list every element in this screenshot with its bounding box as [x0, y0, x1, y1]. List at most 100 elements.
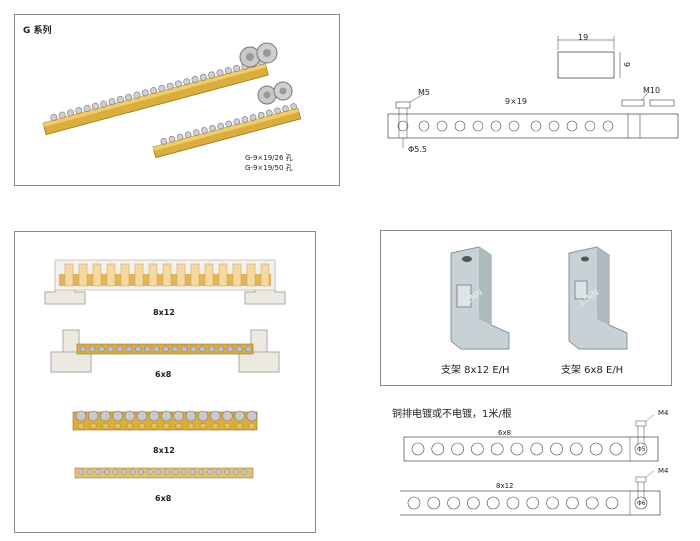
- screw-head: [66, 109, 74, 117]
- screw-head: [232, 469, 239, 475]
- screw-head: [222, 410, 233, 422]
- bar-hole: [427, 496, 441, 510]
- screw-head: [282, 105, 289, 112]
- bar-hole: [570, 442, 583, 456]
- screw-head: [78, 469, 84, 475]
- screw-hole: [102, 422, 109, 430]
- screw-head: [249, 114, 257, 121]
- busbar-6x8-insulated-photo: [50, 329, 280, 373]
- bracket-6x8-photo: [568, 246, 628, 350]
- bracket-8x12-label: 支架 8x12 E/H: [441, 365, 510, 376]
- screw-head: [158, 84, 166, 92]
- screw-head: [125, 345, 133, 353]
- end-hole: [634, 496, 648, 510]
- g-series-spec-26: G-9×19/26 孔: [245, 154, 293, 162]
- bar-hole: [397, 120, 409, 132]
- terminal-slot: [64, 263, 74, 287]
- bar-hole: [566, 120, 578, 132]
- screw-head: [83, 104, 91, 112]
- label-8x12-bottom: 8x12: [153, 446, 175, 455]
- bar-hole: [447, 496, 460, 510]
- terminal-slot: [218, 263, 228, 287]
- bracket-8x12-photo: [450, 246, 510, 350]
- screw-head: [183, 78, 191, 86]
- screw-head: [181, 469, 187, 475]
- bar-hole: [472, 120, 484, 132]
- bar-hole: [508, 120, 520, 132]
- bar-hole: [530, 120, 542, 132]
- busbar-6x8-bare-photo: [74, 467, 254, 479]
- screw-head: [290, 103, 297, 110]
- screw-head: [226, 345, 234, 353]
- screw-head: [171, 345, 179, 353]
- bar-hole: [454, 120, 466, 132]
- screw-head: [216, 69, 224, 77]
- copper-bar-drawings: [400, 415, 661, 516]
- screw-head: [141, 89, 149, 97]
- screw-hole: [138, 422, 146, 430]
- screw-head: [241, 469, 248, 475]
- screw-head: [88, 345, 96, 353]
- screw-head: [112, 469, 119, 475]
- screw-head: [245, 345, 252, 353]
- label-6x8-top: 6x8: [155, 370, 172, 379]
- label-hole-5-5: Φ5.5: [408, 145, 428, 154]
- g-series-busbar-photo: [42, 42, 302, 159]
- label-8x12-top: 8x12: [153, 308, 175, 317]
- screw-head: [266, 109, 273, 117]
- screw-head: [201, 127, 208, 134]
- terminal-slot: [190, 263, 200, 287]
- bar-hole: [451, 442, 464, 456]
- bar-8x12-hole-label: Φ6: [637, 500, 646, 507]
- screw-hole: [224, 422, 231, 430]
- bar-hole: [589, 442, 603, 456]
- copper-bar-note: 铜排电镀或不电镀，1米/根: [392, 409, 512, 420]
- screw-head: [108, 98, 116, 106]
- screw-hole: [114, 422, 121, 430]
- screw-head: [116, 96, 124, 103]
- bar-hole: [585, 496, 599, 510]
- screw-hole: [199, 422, 207, 430]
- bar-hole: [510, 442, 524, 456]
- screw-head: [155, 469, 162, 475]
- screw-head: [233, 64, 241, 72]
- bar-8x12-outline: [400, 490, 661, 516]
- screw-head: [199, 345, 206, 353]
- screw-hole: [187, 422, 195, 430]
- screw-head: [107, 345, 114, 353]
- terminal-slot: [134, 263, 144, 287]
- terminal-slot: [246, 263, 256, 287]
- screw-head: [199, 73, 207, 81]
- bar-hole: [436, 120, 448, 132]
- bar-hole: [490, 442, 504, 456]
- screw-hole: [126, 422, 134, 430]
- screw-head: [209, 125, 216, 132]
- bar-hole: [609, 442, 623, 456]
- screw-head: [207, 469, 213, 475]
- screw-head: [75, 410, 87, 422]
- bar-hole: [506, 496, 520, 510]
- screw-head: [112, 410, 123, 422]
- screw-head: [233, 118, 241, 125]
- bar-8x12-screw-label: M4: [658, 467, 669, 475]
- g-series-panel: G 系列 G-9×19/26 孔 G-9×19/50 孔: [14, 14, 340, 186]
- screw-head: [58, 111, 66, 119]
- screw-head: [50, 113, 58, 121]
- screw-head: [86, 469, 93, 475]
- bar-6x8-label: 6x8: [498, 429, 512, 437]
- screw-head: [150, 87, 157, 95]
- screw-head: [224, 469, 230, 475]
- screw-head: [208, 71, 216, 79]
- screw-head: [166, 82, 174, 90]
- screw-head: [104, 469, 110, 475]
- terminal-slot: [176, 263, 186, 287]
- terminal-slot: [78, 263, 88, 287]
- screw-head: [197, 410, 209, 422]
- terminal-slot: [92, 263, 102, 287]
- screw-head: [164, 469, 170, 475]
- screw-head: [144, 345, 151, 353]
- screw-hole: [211, 422, 219, 430]
- screw-head: [189, 469, 196, 475]
- g-series-technical-drawing: [387, 36, 679, 148]
- screw-head: [236, 345, 243, 353]
